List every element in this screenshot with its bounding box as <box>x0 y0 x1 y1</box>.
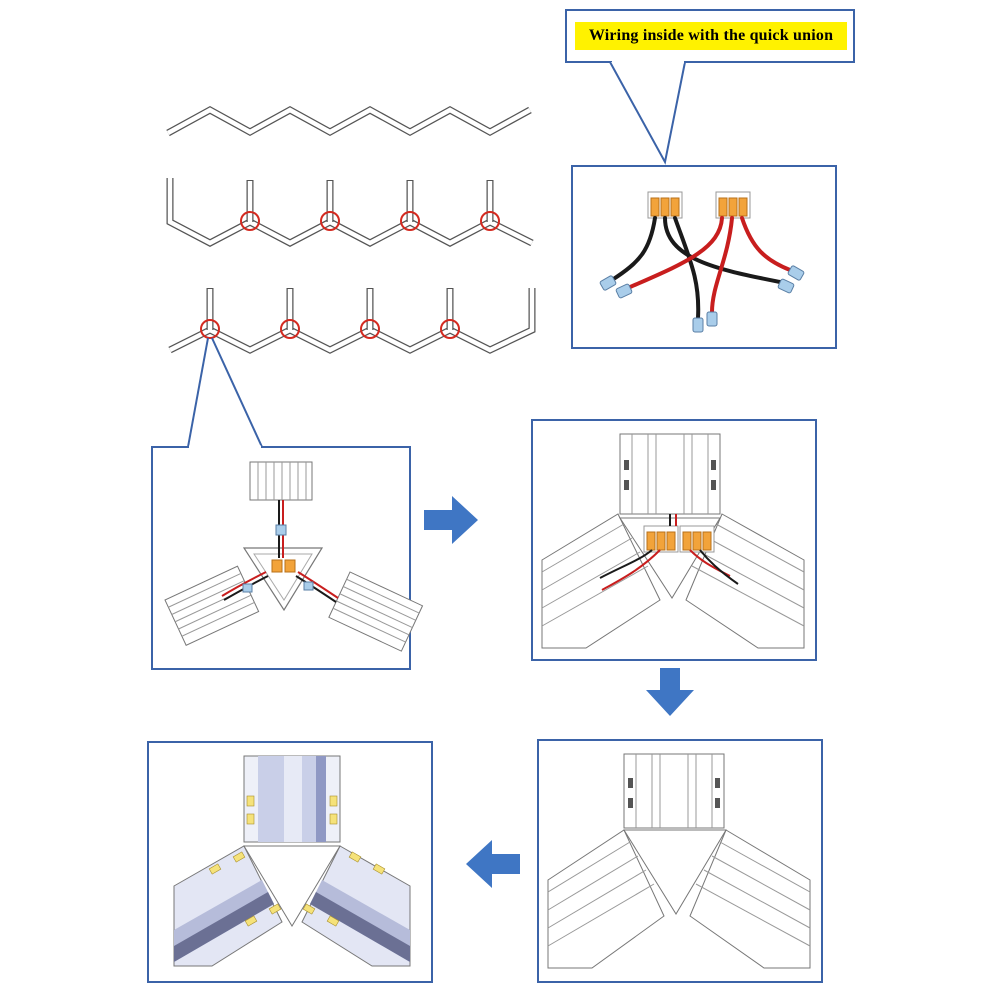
quick-connector-icon <box>647 191 683 219</box>
detail-leader <box>187 337 263 448</box>
arrow-down-icon <box>646 668 694 716</box>
wiring-detail-box <box>571 165 837 349</box>
step-4-panel <box>147 741 433 983</box>
step-3-panel <box>537 739 823 983</box>
junction-marker <box>240 211 500 231</box>
zigzag-row-3 <box>168 288 536 354</box>
step-1-panel <box>151 445 424 670</box>
zigzag-row-2 <box>166 178 534 247</box>
callout-label: Wiring inside with the quick union <box>575 22 847 50</box>
quick-connector-icon <box>715 191 751 219</box>
arrow-left-icon <box>466 840 520 888</box>
junction-marker <box>200 319 460 339</box>
zigzag-row-1 <box>166 106 532 137</box>
step-2-panel <box>531 419 817 661</box>
arrow-right-icon <box>424 496 478 544</box>
